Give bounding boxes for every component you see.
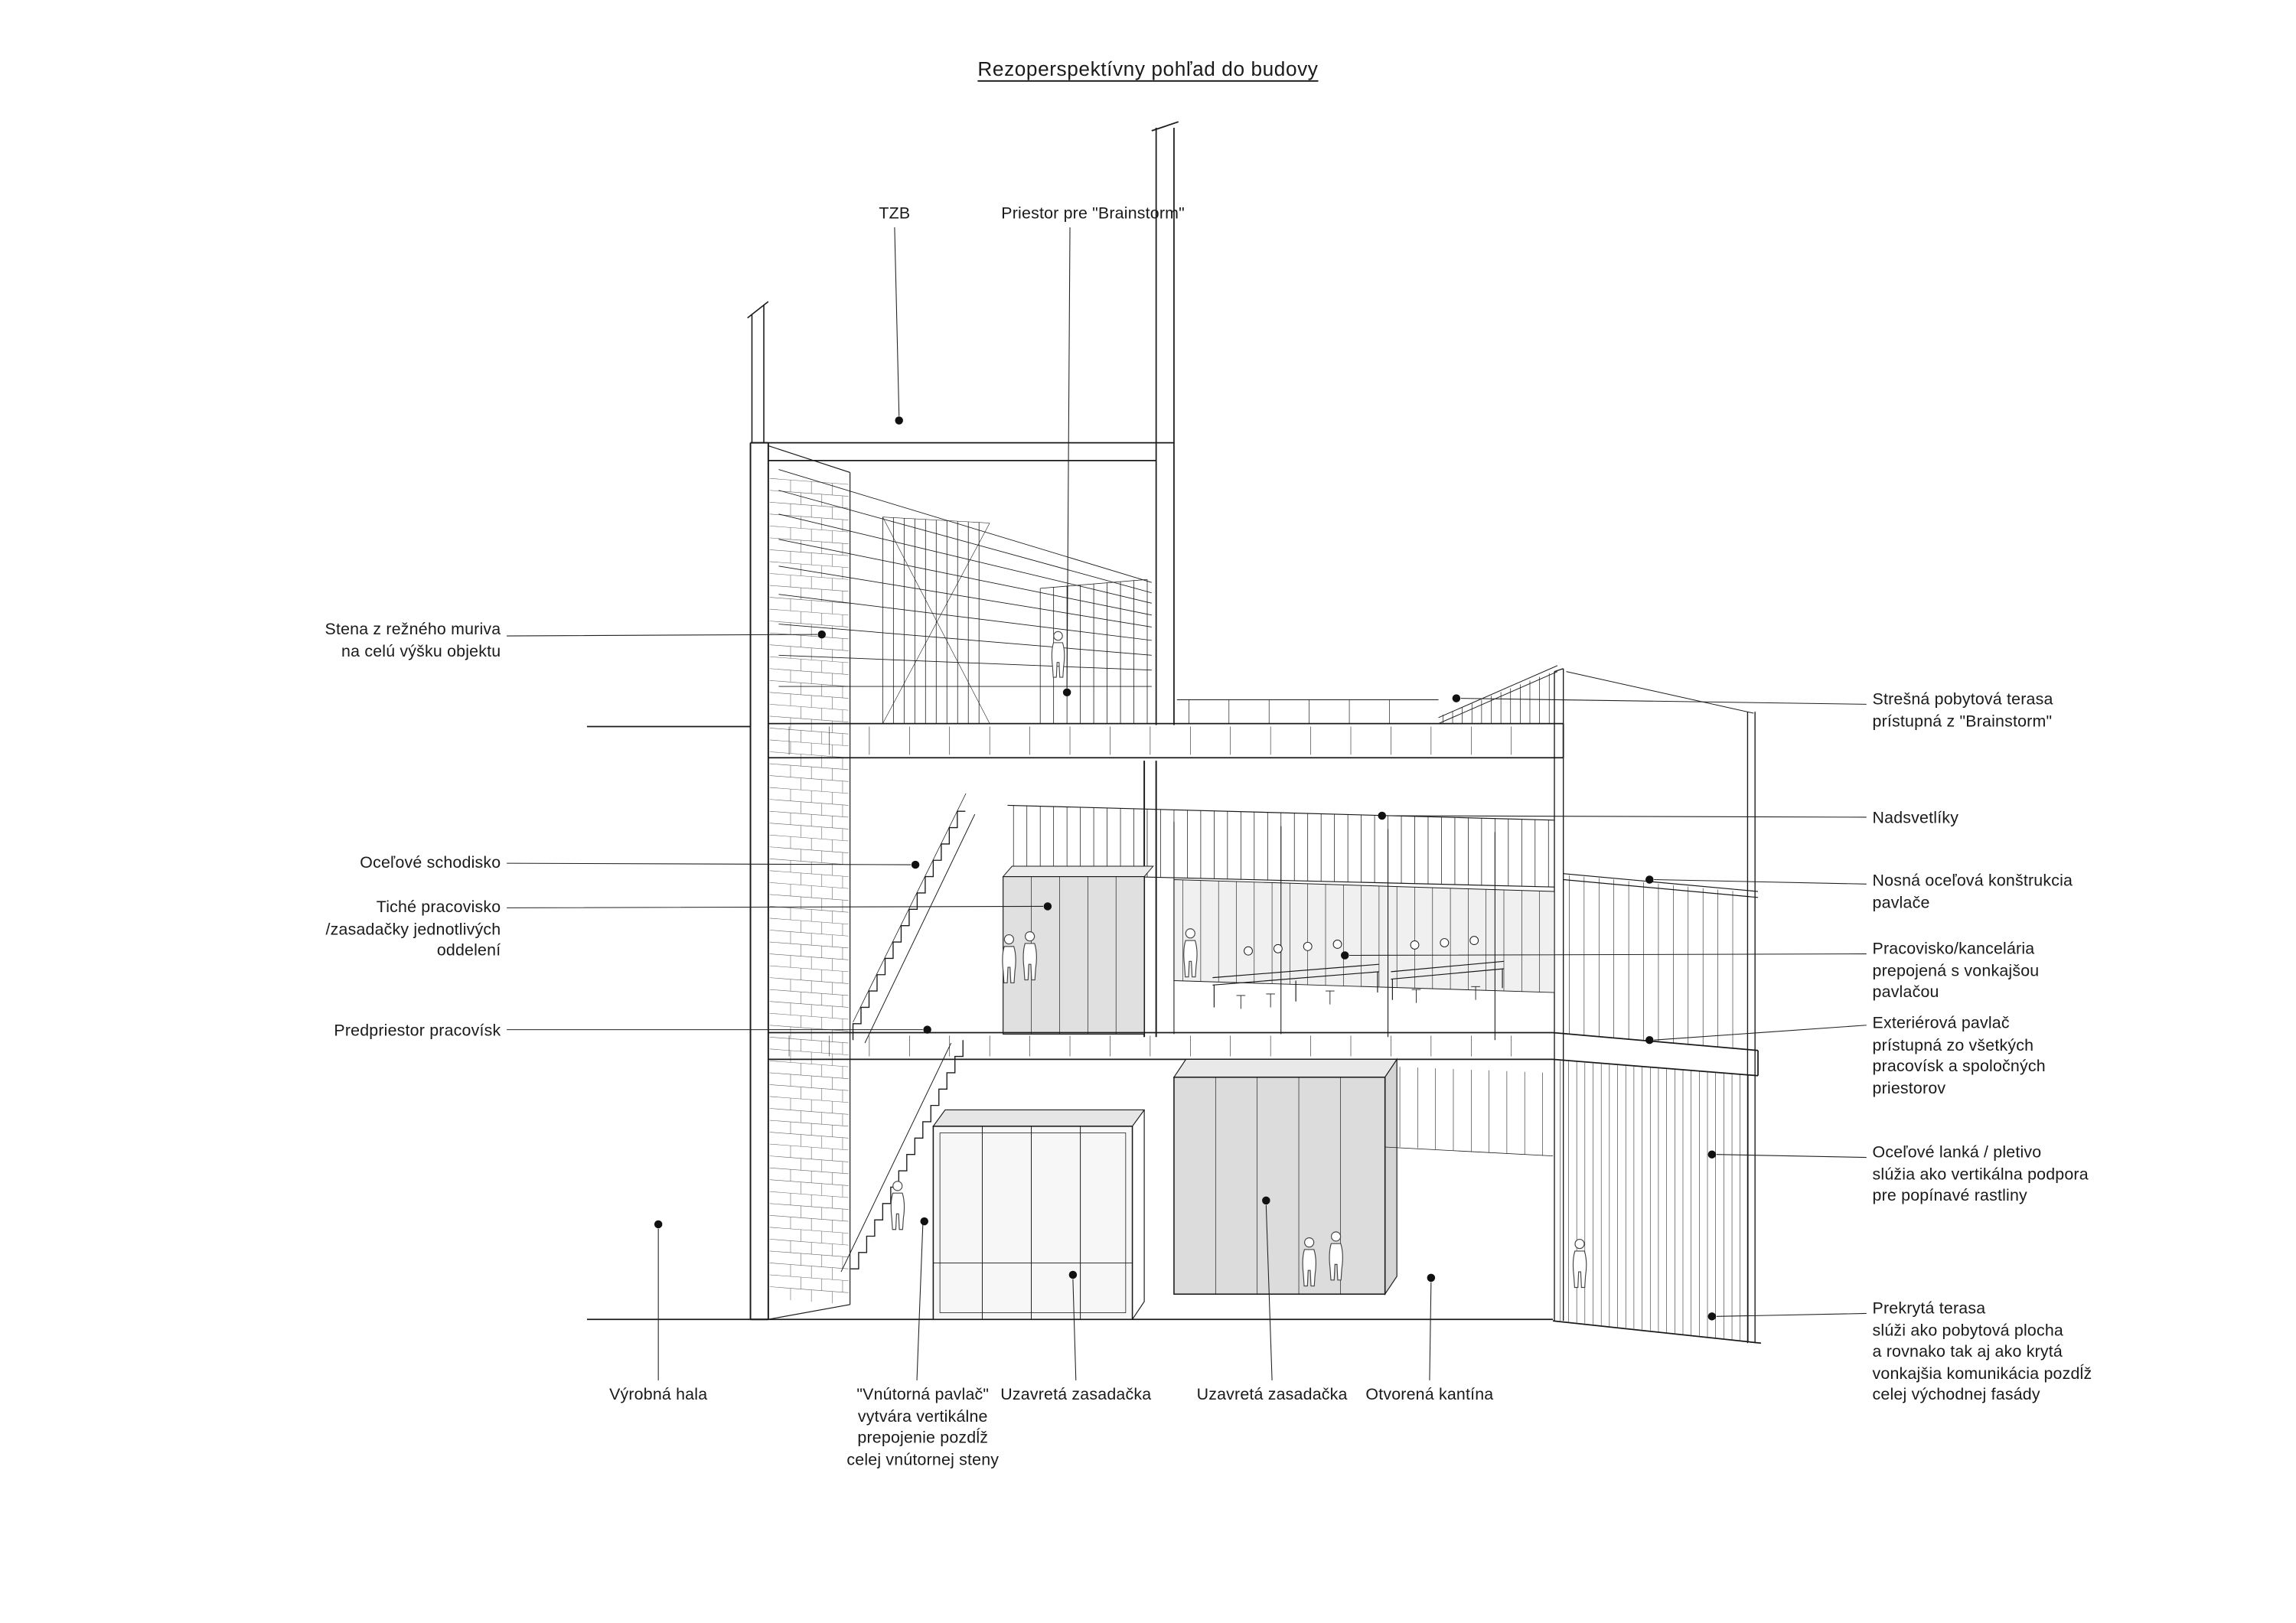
seated-people bbox=[1244, 936, 1479, 956]
label-brick-wall: Stena z režného muriva na celú výšku obj… bbox=[325, 621, 501, 661]
center-cut-wall bbox=[1143, 761, 1157, 1038]
office-tables bbox=[1212, 936, 1505, 1009]
cable-mesh bbox=[1560, 1061, 1749, 1341]
meeting-room-box-1 bbox=[932, 1109, 1146, 1321]
roof-slab bbox=[768, 722, 1564, 759]
label-production-hall: Výrobná hala bbox=[609, 1386, 708, 1404]
label-office-workspace: Pracovisko/kancelária prepojená s vonkaj… bbox=[1872, 940, 2040, 1002]
label-open-canteen: Otvorená kantína bbox=[1365, 1386, 1494, 1404]
label-brainstorm-space: Priestor pre "Brainstorm" bbox=[1001, 204, 1185, 223]
exterior-gallery-railing bbox=[1563, 873, 1759, 1051]
label-tzb: TZB bbox=[879, 204, 911, 223]
upper-floor-shaft bbox=[1151, 121, 1179, 725]
label-skylights: Nadsvetlíky bbox=[1872, 810, 1959, 828]
label-workspace-forecourt: Predpriestor pracovísk bbox=[334, 1022, 501, 1041]
annotation-dots bbox=[654, 416, 1717, 1321]
office-partitions bbox=[1173, 821, 1555, 1041]
leader-lines bbox=[507, 227, 1867, 1380]
label-inner-gallery: "Vnútorná pavlač" vytvára vertikálne pre… bbox=[846, 1386, 1000, 1469]
label-roof-terrace: Strešná pobytová terasa prístupná z "Bra… bbox=[1872, 690, 2053, 731]
roof-terrace-railing bbox=[1176, 665, 1558, 725]
canteen-backwall bbox=[1384, 1067, 1554, 1157]
upper-glazing bbox=[882, 517, 1148, 724]
ground-slab-walkway bbox=[768, 1031, 1759, 1077]
terrace-columns bbox=[1554, 668, 1756, 1344]
label-steel-staircase: Oceľové schodisko bbox=[360, 854, 501, 872]
label-covered-terrace: Prekrytá terasa slúži ako pobytová ploch… bbox=[1872, 1299, 2092, 1405]
upper-slab bbox=[768, 442, 1174, 461]
label-steel-cables: Oceľové lanká / pletivo slúžia ako verti… bbox=[1872, 1144, 2089, 1205]
label-closed-meeting-room-1: Uzavretá zasadačka bbox=[1000, 1386, 1152, 1404]
label-gallery-steel-structure: Nosná oceľová konštrukcia pavlače bbox=[1872, 872, 2073, 912]
meeting-room-box-2 bbox=[1172, 1058, 1398, 1296]
staircase bbox=[840, 793, 976, 1273]
brick-wall-face bbox=[768, 445, 851, 1320]
label-quiet-workspace: Tiché pracovisko /zasadačky jednotlivých… bbox=[325, 898, 501, 960]
left-wall-section bbox=[747, 301, 769, 1321]
label-exterior-gallery: Exteriérová pavlač prístupná zo všetkých… bbox=[1872, 1015, 2046, 1098]
drawing-title: Rezoperspektívny pohľad do budovy bbox=[977, 57, 1319, 80]
ceiling-beams bbox=[778, 469, 1152, 687]
label-closed-meeting-room-2: Uzavretá zasadačka bbox=[1196, 1386, 1348, 1404]
